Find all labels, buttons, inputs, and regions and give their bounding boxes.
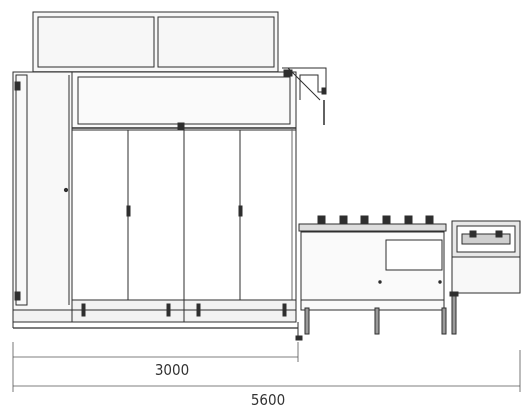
conveyor-table bbox=[298, 215, 447, 335]
upper-housing bbox=[71, 71, 297, 130]
machine-outline bbox=[12, 11, 521, 341]
dimension-label-5600: 5600 bbox=[251, 391, 285, 409]
top-canopy bbox=[32, 11, 279, 73]
side-bracket bbox=[282, 67, 327, 130]
feed-unit bbox=[449, 220, 521, 335]
main-cabinet bbox=[71, 128, 297, 301]
dimension-label-3000: 3000 bbox=[155, 361, 189, 379]
left-side-panel bbox=[12, 71, 73, 311]
dimension-lines bbox=[12, 342, 521, 392]
cabinet-base bbox=[12, 299, 303, 341]
